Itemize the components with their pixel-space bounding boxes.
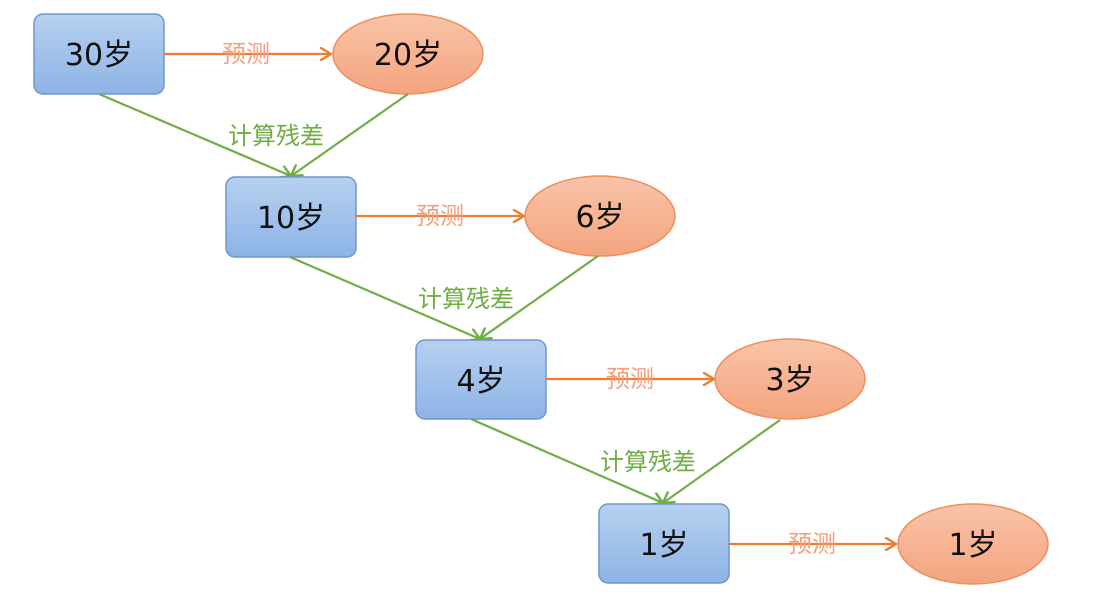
stage-4: 1岁 预测 1岁 bbox=[598, 503, 1049, 585]
residual-arrow-from-target-2 bbox=[289, 255, 480, 339]
residual-arrow-from-prediction-3 bbox=[663, 419, 781, 503]
residual-label-2: 计算残差 bbox=[418, 285, 514, 313]
stage-2: 10岁 预测 6岁 计算残差 bbox=[225, 175, 676, 339]
predict-label-3: 预测 bbox=[606, 365, 654, 393]
target-label-3: 4岁 bbox=[456, 364, 505, 399]
residual-label-3: 计算残差 bbox=[600, 448, 696, 476]
target-label-4: 1岁 bbox=[639, 528, 688, 563]
prediction-label-2: 6岁 bbox=[575, 200, 624, 235]
prediction-label-1: 20岁 bbox=[374, 38, 442, 73]
predict-label-2: 预测 bbox=[416, 202, 464, 230]
prediction-label-4: 1岁 bbox=[948, 528, 997, 563]
residual-arrow-from-prediction-1 bbox=[291, 93, 409, 176]
predict-label-4: 预测 bbox=[788, 530, 836, 558]
prediction-label-3: 3岁 bbox=[765, 363, 814, 398]
predict-label-1: 预测 bbox=[222, 40, 270, 68]
residual-arrow-from-target-1 bbox=[98, 92, 291, 176]
prediction-ellipse-2 bbox=[524, 175, 676, 257]
stage-1: 30岁 预测 20岁 计算残差 bbox=[33, 13, 484, 176]
residual-arrow-from-prediction-2 bbox=[480, 255, 599, 339]
prediction-ellipse-4 bbox=[897, 503, 1049, 585]
prediction-ellipse-3 bbox=[714, 338, 866, 420]
stage-3: 4岁 预测 3岁 计算残差 bbox=[415, 338, 866, 503]
residual-arrow-from-target-3 bbox=[470, 417, 663, 503]
target-label-1: 30岁 bbox=[65, 38, 133, 73]
residual-label-1: 计算残差 bbox=[228, 122, 324, 150]
target-label-2: 10岁 bbox=[257, 201, 325, 236]
